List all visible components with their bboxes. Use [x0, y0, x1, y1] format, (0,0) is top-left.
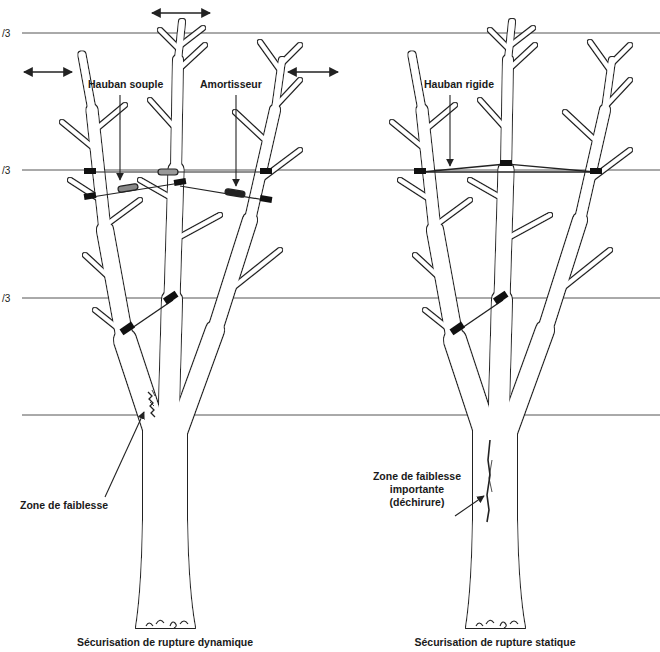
height-fraction: /3: [2, 164, 10, 177]
panel-caption: Sécurisation de rupture statique: [370, 636, 620, 649]
cable-label: Hauban souple: [88, 78, 163, 91]
panel-caption: Sécurisation de rupture dynamique: [40, 636, 290, 649]
height-fraction: /3: [2, 27, 10, 40]
height-fraction: /3: [2, 292, 10, 305]
damper-label: Amortisseur: [200, 78, 262, 91]
weakness-label: Zone de faiblesse: [20, 499, 108, 512]
cable-label: Hauban rigide: [424, 78, 494, 91]
weakness-label: Zone de faiblesse importante (déchirure): [368, 470, 466, 509]
